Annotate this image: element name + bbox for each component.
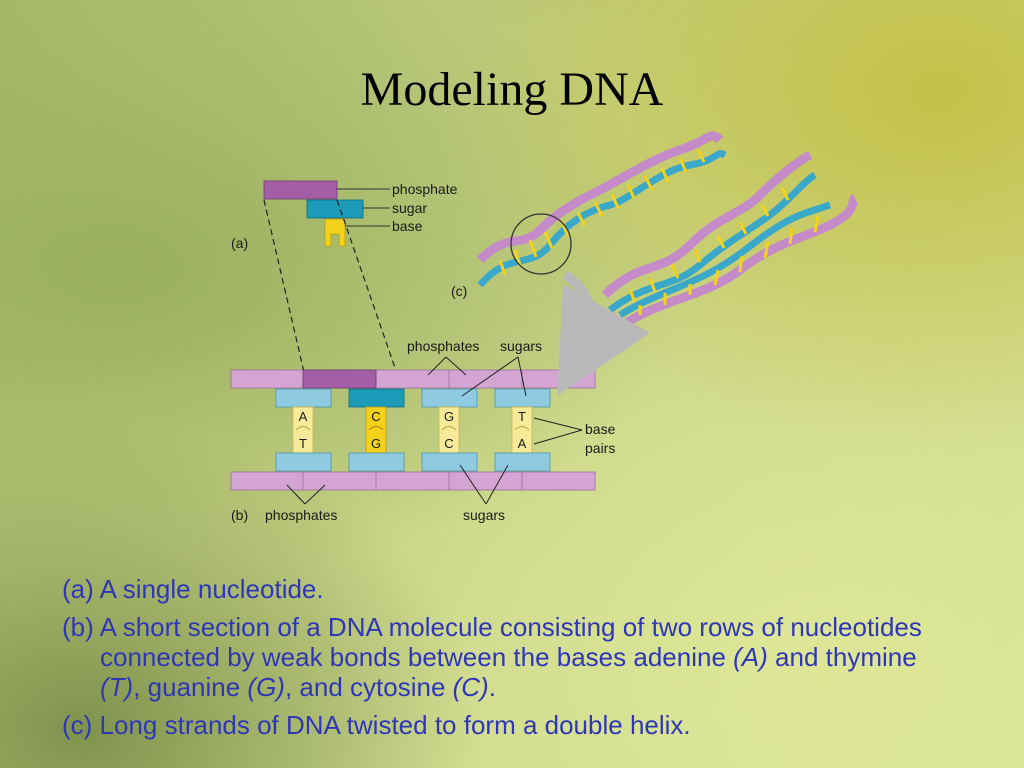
phosphates-top-label: phosphates <box>407 338 479 354</box>
phosphate-block <box>263 180 338 200</box>
sugars-top-label: sugars <box>500 338 542 354</box>
base-letter: C <box>371 409 380 424</box>
nucleotide-a: phosphate sugar base (a) <box>231 180 458 251</box>
base-letter: C <box>444 436 453 451</box>
sugars-bottom-label: sugars <box>463 507 505 523</box>
base-letter: A <box>299 409 308 424</box>
slide-title: Modeling DNA <box>360 63 664 116</box>
base-pairs-label: pairs <box>585 440 615 456</box>
sugar-block <box>306 199 364 219</box>
sugar-label: sugar <box>392 200 427 216</box>
captions: (a) A single nucleotide. (b) A short sec… <box>62 574 962 748</box>
base-letter: G <box>371 436 381 451</box>
label-b: (b) <box>231 507 248 523</box>
zoom-circle <box>510 213 572 275</box>
zoom-arrow <box>557 270 651 396</box>
base-pairs-label: base <box>585 421 616 437</box>
highlighted-sugar <box>348 388 405 408</box>
caption-b: (b) A short section of a DNA molecule co… <box>62 612 922 702</box>
dna-section-b: A T C G G C T A phosphates sugars base p… <box>230 338 616 523</box>
highlighted-phosphate <box>302 369 377 389</box>
base-label: base <box>392 218 423 234</box>
caption-a: (a) A single nucleotide. <box>62 574 324 604</box>
phosphate-label: phosphate <box>392 181 458 197</box>
double-helix-c: (c) <box>451 131 859 396</box>
base-letter: A <box>518 436 527 451</box>
base-letter: T <box>299 436 307 451</box>
label-a: (a) <box>231 235 248 251</box>
base-letter: G <box>444 409 454 424</box>
base-letter: T <box>518 409 526 424</box>
base-block <box>324 218 346 247</box>
label-c: (c) <box>451 283 467 299</box>
caption-c: (c) Long strands of DNA twisted to form … <box>62 710 691 740</box>
phosphates-bottom-label: phosphates <box>265 507 337 523</box>
